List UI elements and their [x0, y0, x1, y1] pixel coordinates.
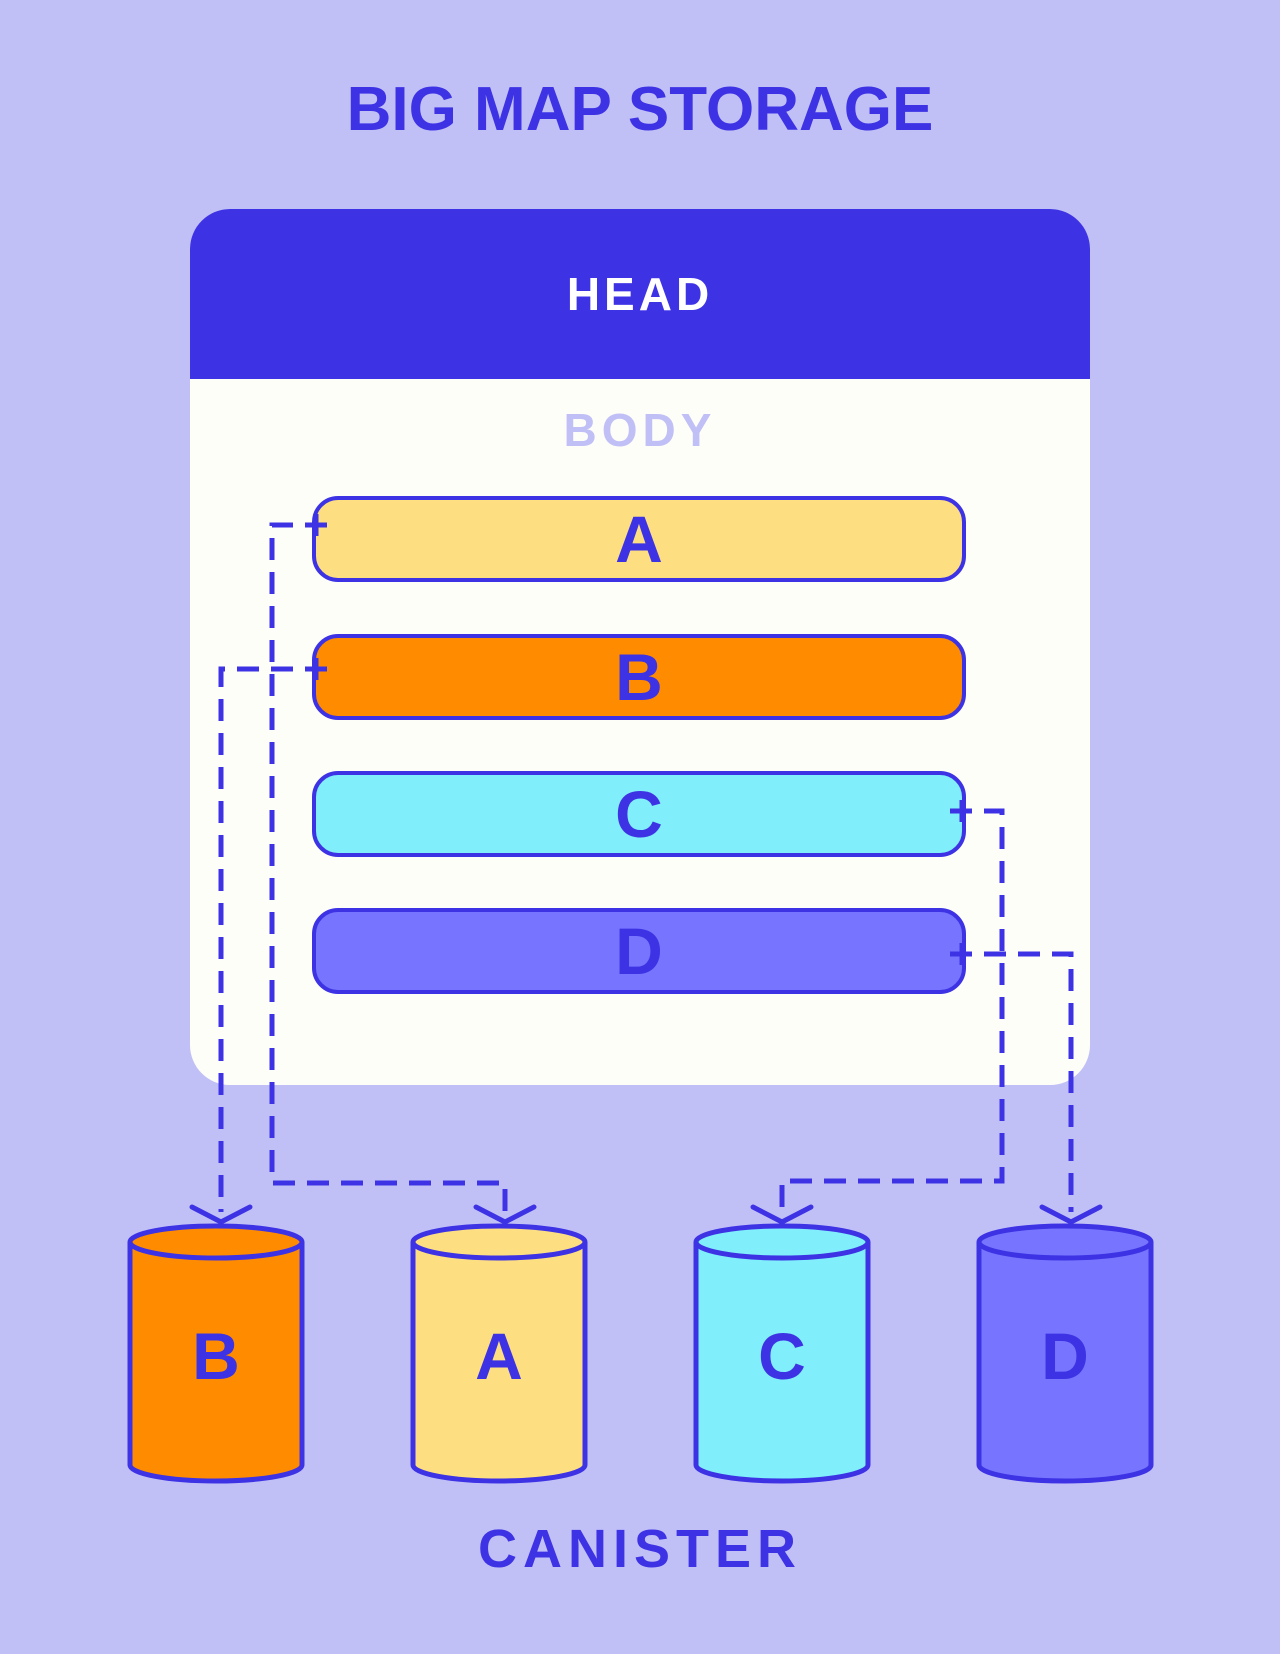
- entry-bar-a: A: [312, 496, 966, 582]
- entry-label-d: D: [615, 914, 663, 988]
- connector-b: [218, 666, 327, 1212]
- entry-bar-c: C: [312, 771, 966, 857]
- entry-bar-d: D: [312, 908, 966, 994]
- arrow-head-a: [473, 1204, 537, 1225]
- connector-c: [779, 808, 1005, 1212]
- canister-section-label: CANISTER: [477, 1519, 802, 1579]
- canister-c: [693, 1223, 871, 1484]
- connector-d: [950, 951, 1074, 1212]
- entry-label-c: C: [615, 777, 663, 851]
- diagram-title: BIG MAP STORAGE: [346, 75, 934, 144]
- canister-d: [976, 1223, 1154, 1484]
- body-label: BODY: [563, 404, 717, 456]
- canister-label-d: D: [1041, 1319, 1089, 1393]
- canister-a: [410, 1223, 588, 1484]
- head-section: HEAD: [190, 209, 1090, 379]
- arrow-head-d: [1039, 1204, 1103, 1225]
- entry-label-b: B: [615, 640, 663, 714]
- head-label: HEAD: [566, 268, 714, 320]
- canister-label-c: C: [758, 1319, 806, 1393]
- arrow-head-b: [189, 1204, 253, 1225]
- canister-label-a: A: [475, 1319, 523, 1393]
- connector-ticks: [313, 514, 965, 965]
- canister-b: [127, 1223, 305, 1484]
- entry-bar-b: B: [312, 634, 966, 720]
- connector-a: [269, 522, 508, 1212]
- canister-label-b: B: [192, 1319, 240, 1393]
- entry-label-a: A: [615, 502, 663, 576]
- arrow-head-c: [750, 1204, 814, 1225]
